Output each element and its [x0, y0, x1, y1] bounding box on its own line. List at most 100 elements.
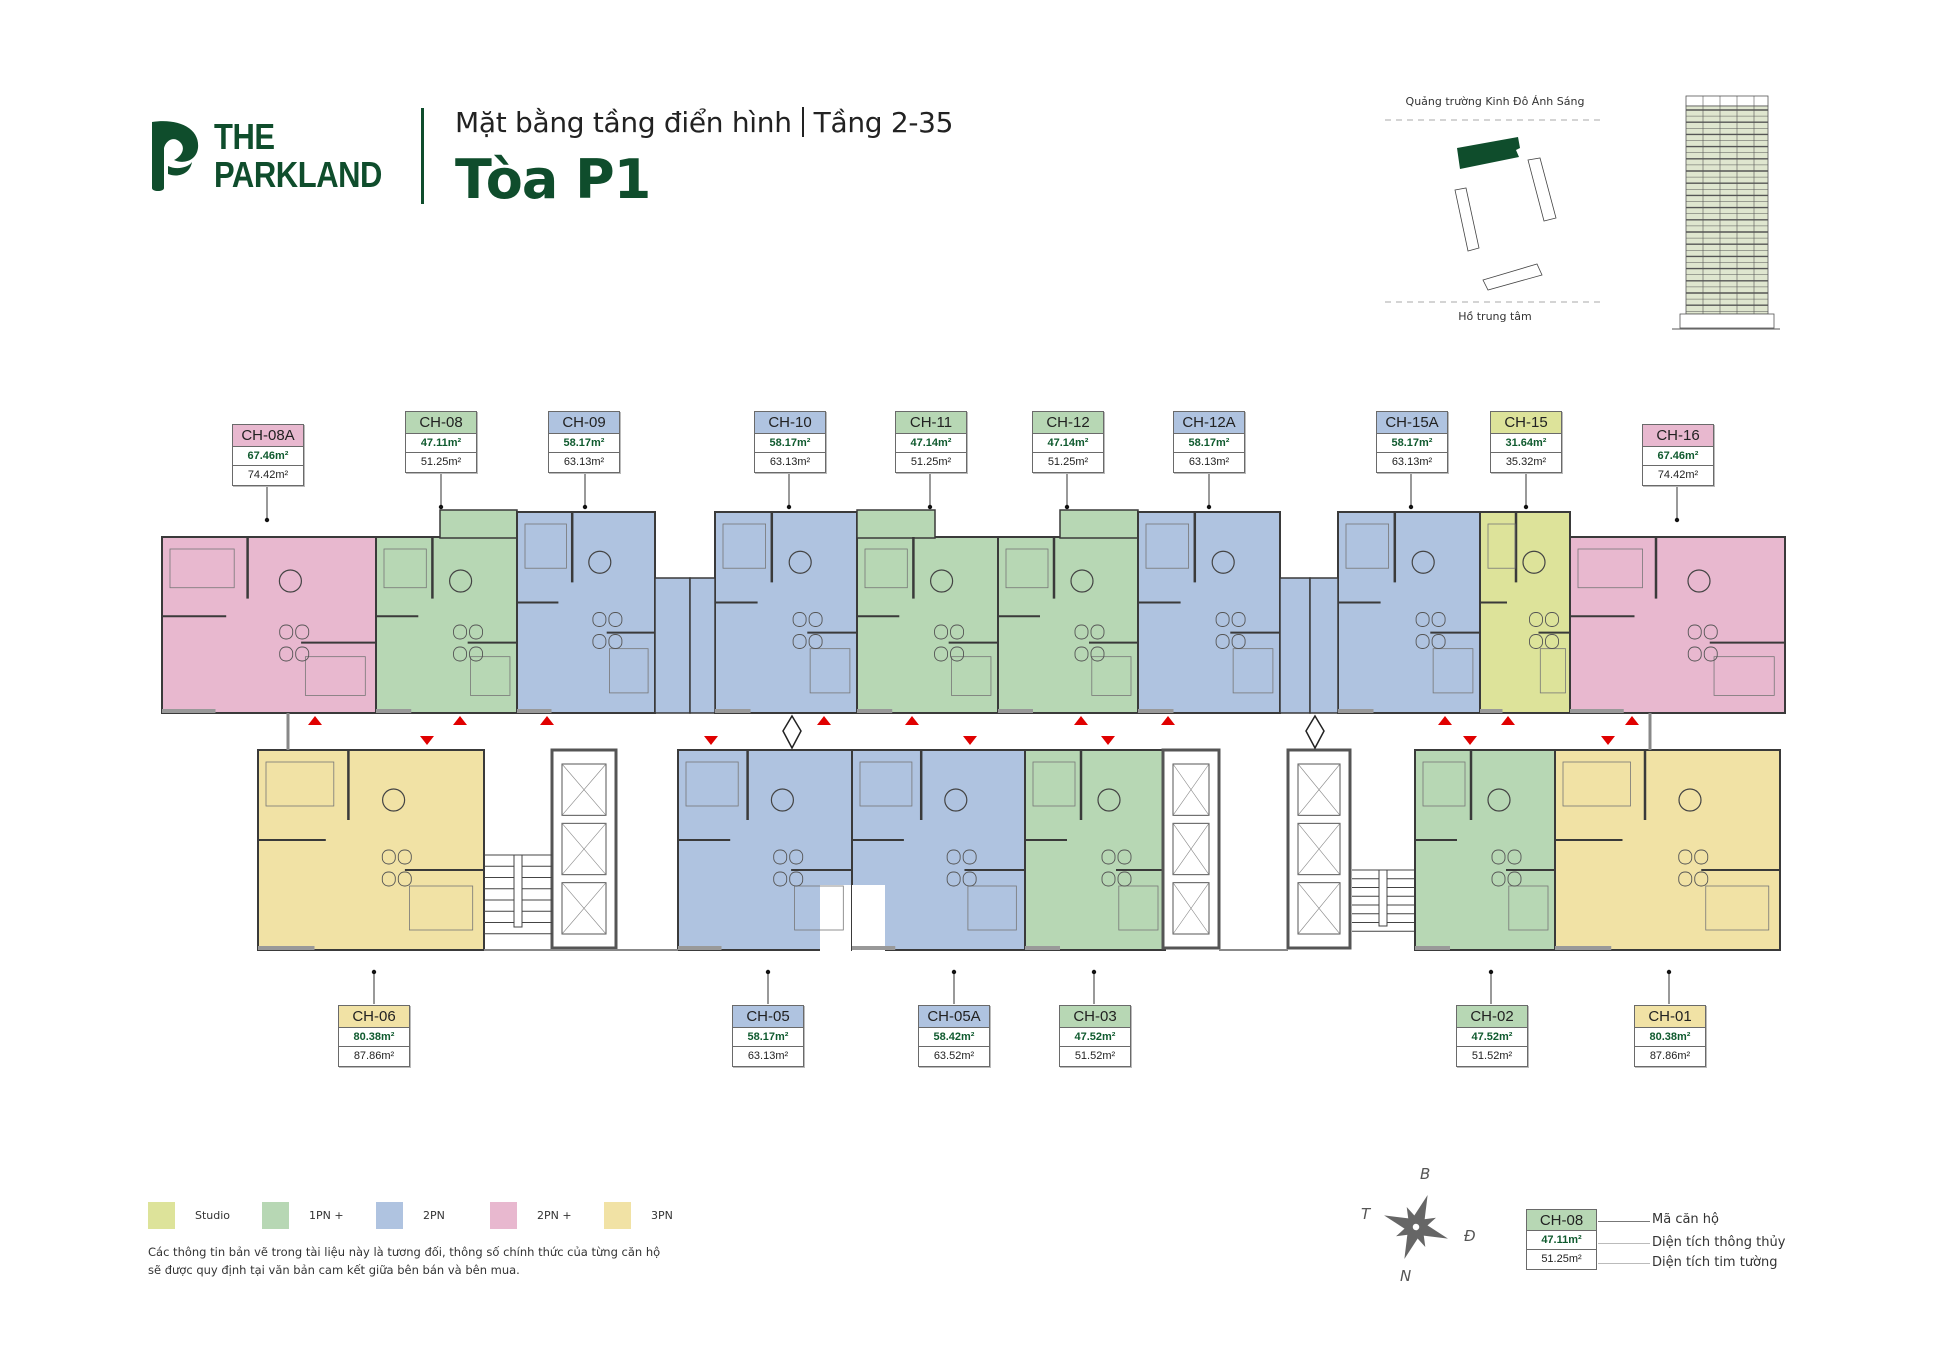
unit-3pn[interactable] — [1554, 749, 1781, 951]
header-divider — [421, 108, 424, 204]
unit-2pn_plus[interactable] — [1569, 536, 1786, 714]
legend-item-2pn: 2PN — [376, 1202, 490, 1229]
unit-studio[interactable] — [1479, 511, 1571, 714]
unit-2pn[interactable] — [516, 511, 691, 714]
entrance-marker-icon — [1601, 736, 1615, 745]
unit-net-area: 58.17m² — [1174, 434, 1244, 453]
disclaimer-note: Các thông tin bản vẽ trong tài liệu này … — [148, 1245, 661, 1277]
legend-label: 3PN — [651, 1209, 673, 1222]
key-gross-area-value: 51.25m² — [1541, 1253, 1582, 1265]
unit-1pn_plus[interactable] — [997, 509, 1139, 714]
legend-swatch — [376, 1202, 403, 1229]
unit-net-area: 47.11m² — [406, 434, 476, 453]
legend-label: 2PN + — [537, 1209, 572, 1222]
entrance-marker-icon — [1074, 716, 1088, 725]
site-bottom-label: Hồ trung tâm — [1458, 310, 1532, 323]
fire-door-icon — [1305, 714, 1325, 750]
unit-1pn_plus[interactable] — [856, 509, 999, 714]
unit-gross-area: 74.42m² — [247, 469, 289, 481]
unit-code: CH-10 — [755, 412, 825, 434]
unit-2pn[interactable] — [1309, 511, 1481, 714]
brand-line-1: THE — [214, 116, 275, 157]
unit-1pn_plus[interactable] — [375, 509, 518, 714]
unit-code: CH-12A — [1174, 412, 1244, 434]
unit-2pn[interactable] — [851, 749, 1026, 952]
legend-swatch — [262, 1202, 289, 1229]
legend-item-studio: Studio — [148, 1202, 262, 1229]
elevator-core-middle — [1161, 748, 1221, 950]
unit-gross-area: 87.86m² — [353, 1050, 395, 1062]
key-net-label: Diện tích thông thủy — [1652, 1235, 1786, 1250]
key-net-area: 47.11m² — [1527, 1231, 1596, 1250]
unit-net-area: 67.46m² — [233, 447, 303, 466]
unit-code: CH-15 — [1491, 412, 1561, 434]
unit-2pn_plus[interactable] — [161, 536, 377, 714]
unit-tag-key: CH-08 47.11m² 51.25m² — [1526, 1209, 1597, 1270]
unit-code: CH-01 — [1635, 1006, 1705, 1028]
unit-2pn[interactable] — [689, 511, 858, 714]
legend-label: 1PN + — [309, 1209, 344, 1222]
entrance-marker-icon — [704, 736, 718, 745]
unit-net-area: 80.38m² — [339, 1028, 409, 1047]
unit-code: CH-08A — [233, 425, 303, 447]
unit-code: CH-03 — [1060, 1006, 1130, 1028]
legend-swatch — [148, 1202, 175, 1229]
unit-code: CH-02 — [1457, 1006, 1527, 1028]
entrance-marker-icon — [1625, 716, 1639, 725]
unit-net-area: 47.52m² — [1060, 1028, 1130, 1047]
unit-gross-area: 63.13m² — [563, 456, 605, 468]
entrance-marker-icon — [453, 716, 467, 725]
unit-3pn[interactable] — [257, 749, 485, 951]
legend-swatch — [490, 1202, 517, 1229]
unit-2pn[interactable] — [1137, 511, 1311, 714]
entrance-marker-icon — [1161, 716, 1175, 725]
unit-code: CH-15A — [1377, 412, 1447, 434]
subtitle-plan-type: Mặt bằng tầng điển hình — [455, 106, 792, 139]
key-net-area-value: 47.11m² — [1541, 1234, 1582, 1246]
unit-code: CH-08 — [406, 412, 476, 434]
unit-gross-area: 63.52m² — [933, 1050, 975, 1062]
entrance-marker-icon — [1501, 716, 1515, 725]
unit-code: CH-12 — [1033, 412, 1103, 434]
compass-rose-icon — [1384, 1195, 1448, 1259]
entrance-marker-icon — [817, 716, 831, 725]
legend-label: Studio — [195, 1209, 231, 1222]
key-code-label: Mã căn hộ — [1652, 1212, 1719, 1227]
legend-item-2pn_plus: 2PN + — [490, 1202, 604, 1229]
unit-net-area: 80.38m² — [1635, 1028, 1705, 1047]
unit-net-area: 58.42m² — [919, 1028, 989, 1047]
site-top-label: Quảng trường Kinh Đô Ánh Sáng — [1405, 95, 1585, 108]
key-leader-line — [1598, 1243, 1650, 1244]
subtitle-separator — [801, 107, 804, 137]
unit-1pn_plus[interactable] — [1024, 749, 1166, 951]
unit-gross-area: 51.52m² — [1074, 1050, 1116, 1062]
unit-2pn[interactable] — [677, 749, 853, 952]
legend-item-3pn: 3PN — [604, 1202, 718, 1229]
entrance-marker-icon — [963, 736, 977, 745]
compass-north-label: B — [1420, 1165, 1431, 1183]
tower-p1-highlight-icon — [1457, 137, 1520, 169]
unit-gross-area: 74.42m² — [1657, 469, 1699, 481]
unit-code: CH-16 — [1643, 425, 1713, 447]
unit-1pn_plus[interactable] — [1414, 749, 1556, 951]
elevator-core-left — [550, 748, 618, 950]
key-gross-label: Diện tích tim tường — [1652, 1255, 1778, 1270]
unit-net-area: 47.52m² — [1457, 1028, 1527, 1047]
